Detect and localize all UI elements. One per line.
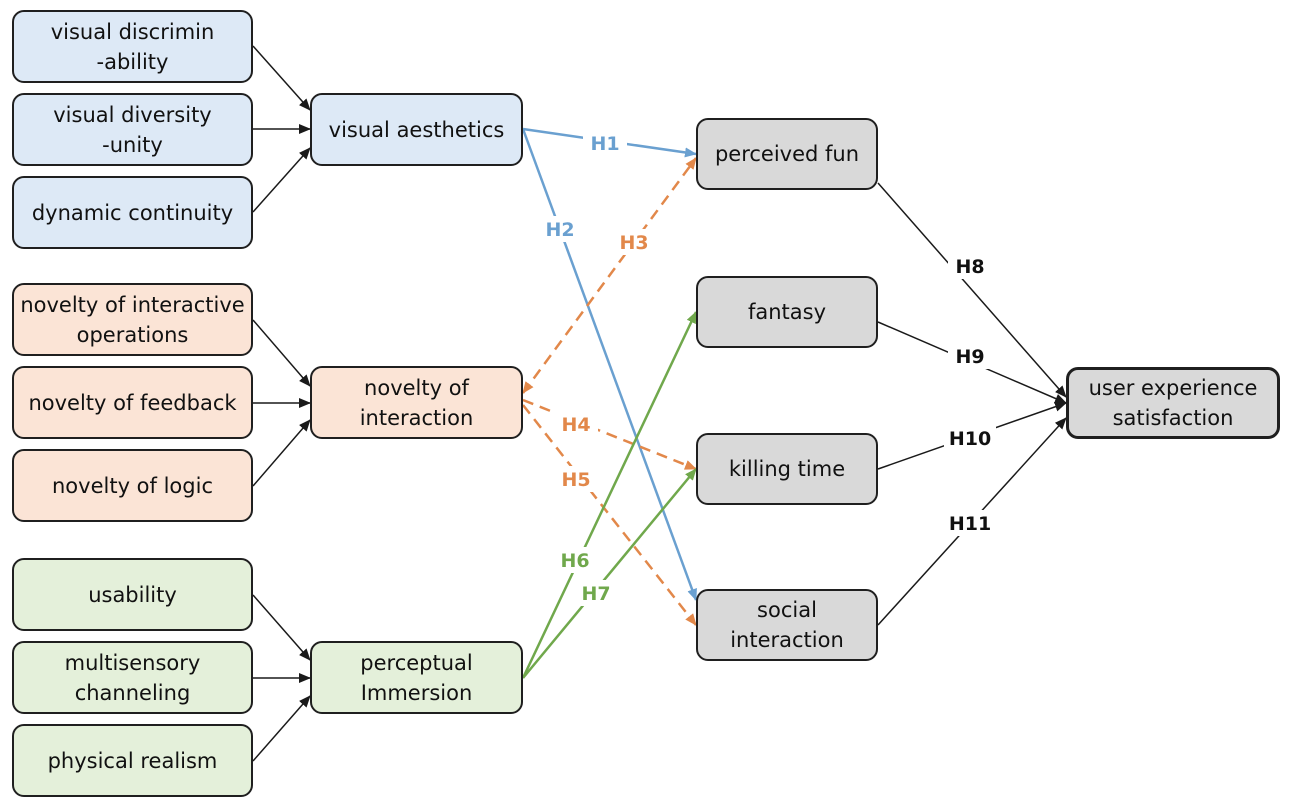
- node-novelty-of-interaction: novelty of interaction: [310, 366, 523, 439]
- label-h4: H4: [561, 414, 590, 436]
- node-social-interaction: social interaction: [696, 589, 878, 661]
- label-h2: H2: [545, 219, 574, 241]
- node-physical-realism: physical realism: [12, 724, 253, 797]
- edge-discrimin-to-aesthetics: [252, 45, 311, 111]
- label-h1: H1: [590, 133, 619, 155]
- node-novelty-of-logic: novelty of logic: [12, 449, 253, 522]
- node-novelty-of-feedback: novelty of feedback: [12, 366, 253, 439]
- edge-logic-to-novelty: [252, 419, 311, 487]
- node-perceptual-immersion: perceptual Immersion: [310, 641, 523, 714]
- edge-h5: [522, 404, 697, 626]
- edge-usability-to-immersion: [252, 594, 311, 661]
- label-h7: H7: [581, 583, 610, 605]
- label-h11: H11: [949, 513, 991, 535]
- node-killing-time: killing time: [696, 433, 878, 505]
- node-multisensory-channeling: multisensory channeling: [12, 641, 253, 714]
- node-visual-diversity-unity: visual diversity -unity: [12, 93, 253, 166]
- edge-realism-to-immersion: [252, 695, 311, 762]
- node-fantasy: fantasy: [696, 276, 878, 348]
- edge-h8: [877, 182, 1067, 398]
- node-visual-aesthetics: visual aesthetics: [310, 93, 523, 166]
- label-h8: H8: [955, 256, 984, 278]
- label-h6: H6: [560, 550, 589, 572]
- node-user-experience-satisfaction: user experience satisfaction: [1066, 367, 1280, 439]
- node-usability: usability: [12, 558, 253, 631]
- edge-h7: [522, 468, 697, 679]
- edge-h4: [522, 398, 697, 471]
- node-perceived-fun: perceived fun: [696, 118, 878, 190]
- label-h5: H5: [561, 469, 590, 491]
- node-dynamic-continuity: dynamic continuity: [12, 176, 253, 249]
- label-h3: H3: [619, 232, 648, 254]
- edge-h3: [521, 157, 698, 394]
- edge-h6: [521, 311, 698, 679]
- edge-ops-to-novelty: [252, 319, 311, 387]
- node-visual-discrimin-ability: visual discrimin -ability: [12, 10, 253, 83]
- label-h9: H9: [955, 346, 984, 368]
- edge-continuity-to-aesthetics: [252, 147, 311, 213]
- node-novelty-of-interactive-operations: novelty of interactive operations: [12, 283, 253, 356]
- label-h10: H10: [949, 428, 991, 450]
